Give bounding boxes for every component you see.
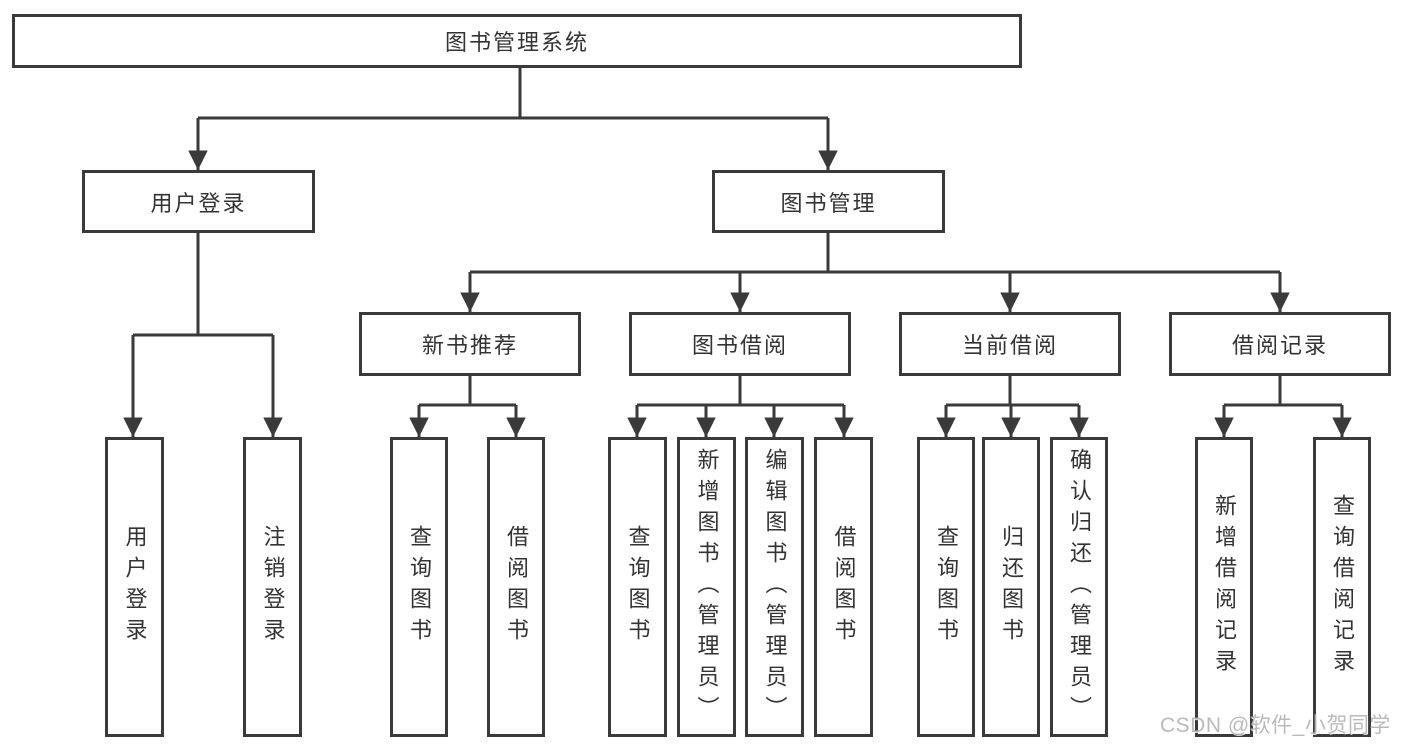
node-label: 图书借阅 [691, 333, 788, 358]
node-root-label: 图书管理系统 [444, 30, 589, 55]
leaf-logout: 注销登录 [243, 437, 302, 737]
connector-trunks [133, 68, 1342, 407]
node-label: 归还图书 [999, 525, 1024, 649]
node-book-borrow: 图书借阅 [629, 312, 851, 376]
node-label: 编辑图书（管理员） [762, 447, 788, 727]
leaf-query-books-c: 查询图书 [917, 437, 975, 737]
leaf-add-borrow-record: 新增借阅记录 [1195, 437, 1253, 737]
node-label: 用户登录 [150, 190, 247, 216]
node-label: 确认归还（管理员） [1067, 447, 1092, 727]
node-label: 查询图书 [407, 525, 432, 649]
leaf-query-borrow-record: 查询借阅记录 [1313, 437, 1371, 737]
leaf-user-login: 用户登录 [105, 437, 164, 737]
leaf-borrow-books-b: 借阅图书 [814, 437, 873, 737]
node-label: 当前借阅 [961, 333, 1058, 358]
node-label: 新增借阅记录 [1212, 494, 1237, 680]
node-label: 用户登录 [122, 525, 148, 649]
node-label: 图书管理 [780, 190, 877, 216]
node-label: 借阅图书 [831, 525, 857, 649]
leaf-query-books-a: 查询图书 [390, 437, 448, 737]
node-label: 注销登录 [260, 525, 286, 649]
node-label: 查询借阅记录 [1330, 494, 1355, 680]
node-borrow-records: 借阅记录 [1169, 312, 1391, 376]
leaf-edit-book-admin: 编辑图书（管理员） [745, 437, 804, 737]
node-label: 查询图书 [625, 525, 651, 649]
watermark-text: CSDN @软件_小贺同学 [1160, 714, 1391, 737]
node-label: 借阅记录 [1231, 333, 1328, 358]
node-user-login: 用户登录 [82, 170, 315, 233]
node-label: 借阅图书 [504, 525, 529, 649]
leaf-confirm-return-admin: 确认归还（管理员） [1050, 437, 1108, 737]
node-label: 查询图书 [934, 525, 959, 649]
node-book-management: 图书管理 [712, 170, 945, 233]
leaf-return-book: 归还图书 [982, 437, 1040, 737]
leaf-query-books-b: 查询图书 [608, 437, 667, 737]
node-root: 图书管理系统 [12, 14, 1022, 68]
leaf-borrow-books-a: 借阅图书 [487, 437, 545, 737]
node-label: 新书推荐 [421, 333, 518, 358]
leaf-add-book-admin: 新增图书（管理员） [677, 437, 736, 737]
node-new-book-recommend: 新书推荐 [359, 312, 581, 376]
node-label: 新增图书（管理员） [694, 447, 720, 727]
node-current-borrow: 当前借阅 [899, 312, 1121, 376]
